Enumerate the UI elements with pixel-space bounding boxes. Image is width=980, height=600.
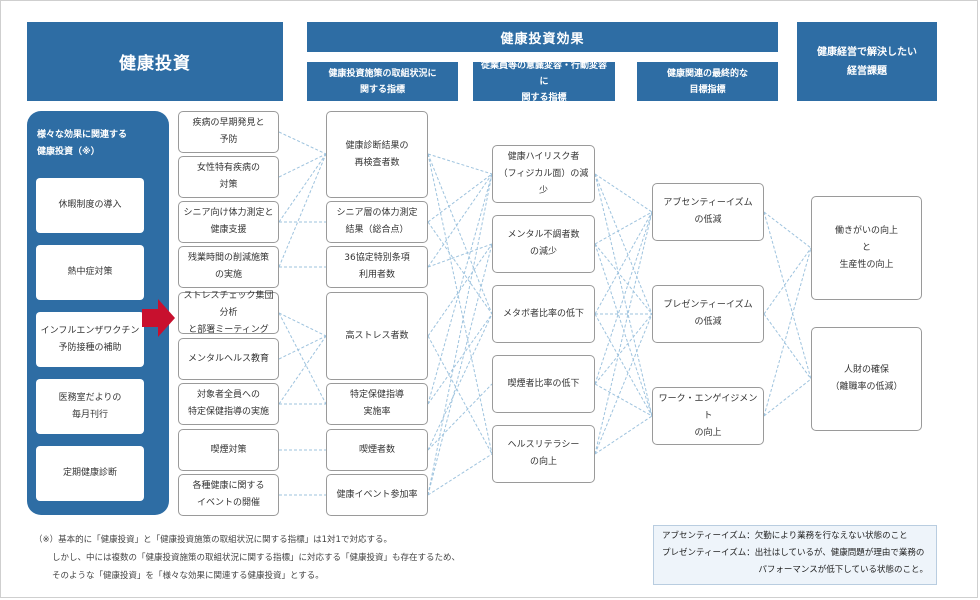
connector-line	[427, 453, 493, 496]
col1-box-6: メンタルヘルス教育	[178, 338, 279, 380]
col3-box-5: ヘルスリテラシー の向上	[492, 425, 595, 483]
right-arrow-icon	[142, 299, 175, 337]
col1-box-1: 疾病の早期発見と 予防	[178, 111, 279, 153]
connector-line	[594, 173, 653, 213]
legend-line-2: プレゼンティーイズム：出社はしているが、健康問題が理由で業務の	[662, 548, 925, 558]
connector-line	[278, 153, 327, 268]
header-effects-sub-2: 従業員等の意識変容・行動変容に 関する指標	[473, 61, 615, 103]
panel-item: 定期健康診断	[36, 446, 144, 501]
panel-title: 様々な効果に関連する 健康投資（※）	[37, 130, 128, 157]
col2-box-7: 健康イベント参加率	[326, 474, 428, 516]
connector-line	[763, 378, 812, 417]
legend-line-3: パフォーマンスが低下している状態のこと。	[758, 565, 928, 575]
header-effects-sub-2-label: 従業員等の意識変容・行動変容に 関する指標	[480, 60, 607, 103]
connector-line	[763, 211, 812, 380]
col1-box-5: ストレスチェック集団分析 と部署ミーティング	[178, 291, 279, 335]
col2-box-1: 健康診断結果の 再検査者数	[326, 111, 428, 198]
connector-line	[427, 313, 493, 451]
connector-line	[427, 313, 493, 405]
header-effects: 健康投資効果	[307, 22, 778, 52]
connector-line	[427, 243, 493, 496]
header-effects-sub-3-label: 健康関連の最終的な 目標指標	[666, 68, 748, 95]
connector-line	[763, 247, 812, 417]
connector-line	[427, 335, 493, 455]
definitions-legend: アブセンティーイズム：欠勤により業務を行なえない状態のこと プレゼンティーイズム…	[653, 525, 937, 585]
connector-line	[763, 247, 812, 315]
connector-line	[427, 173, 493, 268]
col3-box-2: メンタル不調者数 の減少	[492, 215, 595, 273]
connector-line	[594, 243, 653, 417]
connector-line	[427, 173, 493, 223]
connector-line	[427, 153, 493, 175]
panel-item: インフルエンザワクチン 予防接種の補助	[36, 312, 144, 367]
connector-line	[594, 313, 653, 455]
col1-box-7: 対象者全員への 特定保健指導の実施	[178, 383, 279, 425]
connector-line	[594, 211, 653, 385]
col1-box-9: 各種健康に関する イベントの開催	[178, 474, 279, 516]
col2-box-5: 特定保健指導 実施率	[326, 383, 428, 425]
col5-box-2: 人財の確保 （離職率の低減）	[811, 327, 922, 431]
col2-box-2: シニア層の体力測定 結果（総合点）	[326, 201, 428, 243]
col1-box-8: 喫煙対策	[178, 429, 279, 471]
header-effects-label: 健康投資効果	[500, 31, 585, 47]
header-effects-sub-1: 健康投資施策の取組状況に 関する指標	[307, 62, 458, 101]
connector-line	[763, 211, 812, 249]
connector-line	[594, 211, 653, 455]
connector-line	[763, 313, 812, 380]
connector-line	[427, 221, 493, 315]
connector-line	[594, 173, 653, 315]
connector-line	[278, 312, 327, 337]
panel-item: 熱中症対策	[36, 245, 144, 300]
connector-line	[278, 335, 327, 360]
connector-line	[278, 131, 327, 155]
col1-box-2: 女性特有疾病の 対策	[178, 156, 279, 198]
connector-line	[594, 415, 653, 455]
col1-box-3: シニア向け体力測定と 健康支援	[178, 201, 279, 243]
col2-box-6: 喫煙者数	[326, 429, 428, 471]
col3-box-4: 喫煙者比率の低下	[492, 355, 595, 413]
connector-line	[278, 153, 327, 178]
header-investment-label: 健康投資	[119, 54, 191, 74]
connector-line	[594, 313, 653, 417]
connector-line	[278, 335, 327, 405]
col2-box-3: 36協定特別条項 利用者数	[326, 246, 428, 288]
header-investment: 健康投資	[27, 22, 283, 101]
footnote: （※）基本的に「健康投資」と「健康投資施策の取組状況に関する指標」は1対1で対応…	[34, 531, 554, 585]
connector-line	[594, 313, 653, 385]
connector-line	[427, 153, 493, 315]
header-effects-sub-3: 健康関連の最終的な 目標指標	[637, 62, 778, 101]
panel-item: 休暇制度の導入	[36, 178, 144, 233]
panel-item: 医務室だよりの 毎月刊行	[36, 379, 144, 434]
connector-line	[427, 383, 493, 451]
header-issues-label: 健康経営で解決したい 経営課題	[817, 46, 917, 77]
connector-line	[278, 153, 327, 223]
connector-line	[594, 211, 653, 315]
footnote-line-2: しかし、中には複数の「健康投資施策の取組状況に関する指標」に対応する「健康投資」…	[52, 553, 461, 563]
connector-line	[427, 243, 493, 268]
footnote-line-1: （※）基本的に「健康投資」と「健康投資施策の取組状況に関する指標」は1対1で対応…	[34, 535, 392, 545]
header-issues: 健康経営で解決したい 経営課題	[797, 22, 937, 101]
legend-line-1: アブセンティーイズム：欠勤により業務を行なえない状態のこと	[662, 531, 908, 541]
col5-box-1: 働きがいの向上 と 生産性の向上	[811, 196, 922, 300]
connector-line	[278, 312, 327, 405]
col4-box-3: ワーク・エンゲイジメント の向上	[652, 387, 764, 445]
connector-line	[594, 173, 653, 417]
col2-box-4: 高ストレス者数	[326, 292, 428, 380]
col3-box-3: メタボ者比率の低下	[492, 285, 595, 343]
connector-line	[594, 243, 653, 315]
header-effects-sub-1-label: 健康投資施策の取組状況に 関する指標	[328, 68, 437, 95]
col3-box-1: 健康ハイリスク者 （フィジカル面）の減少	[492, 145, 595, 203]
col1-box-4: 残業時間の削減施策 の実施	[178, 246, 279, 288]
col4-box-2: プレゼンティーイズム の低減	[652, 285, 764, 343]
connector-line	[427, 173, 493, 496]
footnote-line-3: そのような「健康投資」を「様々な効果に関連する健康投資」とする。	[52, 571, 324, 581]
connector-line	[594, 383, 653, 417]
related-investment-panel: 様々な効果に関連する 健康投資（※） 休暇制度の導入 熱中症対策 インフルエンザ…	[27, 111, 169, 515]
connector-line	[427, 153, 493, 455]
col4-box-1: アブセンティーイズム の低減	[652, 183, 764, 241]
connector-line	[594, 211, 653, 245]
connector-line	[427, 243, 493, 337]
